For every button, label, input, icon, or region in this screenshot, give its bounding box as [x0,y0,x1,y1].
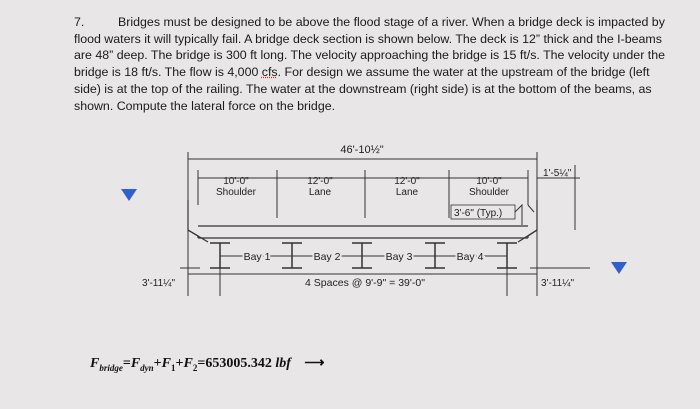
lane1-dim: 10'-0" [223,176,249,187]
equals-sign: = [122,356,131,371]
lane3-label: Lane [396,187,419,198]
bridge-deck [187,200,538,243]
downstream-water-marker [611,262,627,274]
overall-dimension [187,152,538,200]
plus-sign-2: + [175,356,184,371]
force-value: 653005.342 [205,356,272,371]
bay3-label: Bay 3 [386,251,413,263]
bay1-label: Bay 1 [244,251,271,263]
right-height-label: 3'-11¼" [541,277,575,289]
f1-symbol: F [161,356,171,371]
upstream-water-marker [121,189,137,201]
plus-sign-1: + [153,356,162,371]
lane2-label: Lane [309,187,332,198]
lane3-dim: 12'-0" [394,176,420,187]
curb-leader [514,203,535,225]
cfs-word: cfs [261,65,278,80]
lane1-label: Shoulder [216,187,257,198]
f2-symbol: F [183,356,193,371]
dyn-subscript: dyn [140,362,154,373]
bridge-subscript: bridge [99,362,123,373]
lane4-dim: 10'-0" [476,176,502,187]
sub-2: 2 [192,362,198,373]
arrow-icon: ⟶ [304,356,325,371]
spacing-dimension [188,268,537,296]
railing-dimension [537,165,580,230]
spacing-label: 4 Spaces @ 9'-9" = 39'-0" [305,277,425,289]
curb-label: 3'-6" (Typ.) [454,208,502,219]
overall-width-label: 46'-10½" [340,144,383,156]
left-height-label: 3'-11¼" [142,277,176,289]
problem-text-b: . For design we assume the water at the … [74,65,652,113]
lane2-dim: 12'-0" [307,176,333,187]
answer-equation: Fbridge=Fdyn+F1+F2=653005.342 lbf ⟶ [90,355,324,373]
lane4-label: Shoulder [469,187,510,198]
problem-text-a: Bridges must be designed to be above the… [74,15,665,80]
f-symbol: F [90,356,100,371]
problem-statement: 7.Bridges must be designed to be above t… [74,14,674,114]
unit-lbf: lbf [275,356,291,371]
bay2-label: Bay 2 [314,251,341,263]
f-dyn-symbol: F [130,356,141,371]
problem-number: 7. [74,15,85,29]
equals-sign-2: = [197,356,206,371]
lane-dimension-line [197,170,529,218]
bay4-label: Bay 4 [457,251,484,263]
side-height-lines [180,200,590,296]
sub-1: 1 [171,362,176,373]
railing-height-label: 1'-5¼" [543,167,572,179]
